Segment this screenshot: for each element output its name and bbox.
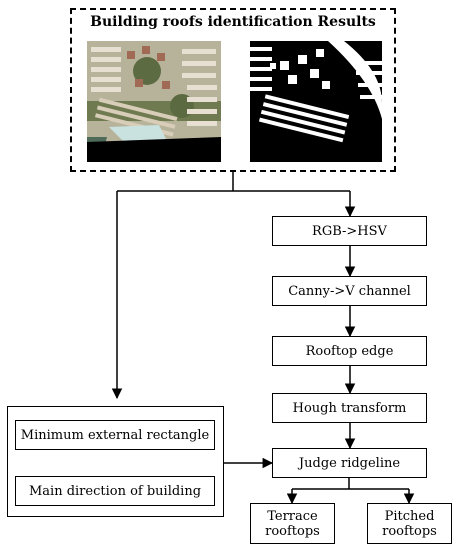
mask-image (250, 41, 382, 162)
outcome-terrace-rooftops: Terrace rooftops (250, 503, 335, 544)
step-judge-ridgeline: Judge ridgeline (272, 448, 427, 478)
outcome-pitched-rooftops: Pitched rooftops (367, 503, 452, 544)
step-main-direction-of-building: Main direction of building (15, 476, 215, 506)
step-hough-transform: Hough transform (272, 393, 427, 423)
results-panel (70, 8, 396, 172)
step-rooftop-edge: Rooftop edge (272, 336, 427, 366)
step-canny: Canny->V channel (272, 276, 427, 306)
aerial-image (87, 41, 221, 162)
step-minimum-external-rectangle: Minimum external rectangle (15, 420, 215, 450)
step-rgb-hsv: RGB->HSV (272, 216, 427, 246)
results-title: Building roofs identification Results (90, 14, 376, 30)
